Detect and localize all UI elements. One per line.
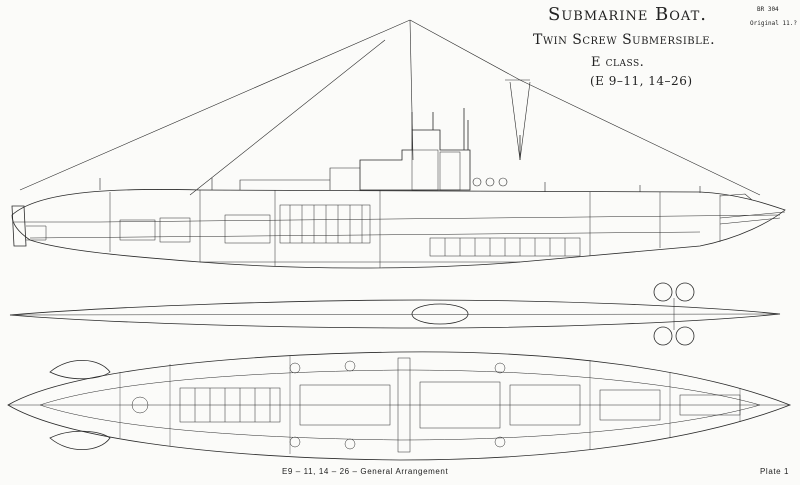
hull-side-outline <box>11 189 786 269</box>
bow-torpedo-tube <box>719 211 786 225</box>
battery-compartments <box>429 237 581 257</box>
pressure-hull-plan-outline <box>7 351 792 461</box>
class-label: E class. <box>591 55 645 70</box>
reference-note: Original 11.? <box>750 20 797 27</box>
internal-machinery <box>131 357 741 453</box>
drawing-caption: E9 – 11, 14 – 26 – General Arrangement <box>282 467 449 476</box>
side-elevation <box>11 19 786 269</box>
deck-plan-view <box>9 282 781 346</box>
deck-fittings <box>99 177 753 201</box>
internal-plan-view <box>7 351 792 461</box>
stern-hydroplanes <box>49 359 111 451</box>
bulkheads <box>109 190 721 268</box>
drawing-title: Submarine Boat. <box>548 4 708 25</box>
stern-rudder <box>11 205 27 247</box>
conning-tower <box>239 129 471 191</box>
engine-machinery <box>119 204 371 244</box>
drawing-subtitle: Twin Screw Submersible. <box>533 32 716 48</box>
frame-lines <box>119 356 741 454</box>
boat-numbers: (E 9–11, 14–26) <box>590 74 693 88</box>
rigging-wires <box>19 19 761 196</box>
plate-number: Plate 1 <box>760 467 790 476</box>
periscopes <box>411 108 521 160</box>
conning-tower-plan <box>411 303 469 325</box>
reference-code: BR 304 <box>757 6 779 13</box>
propellers <box>653 282 695 346</box>
